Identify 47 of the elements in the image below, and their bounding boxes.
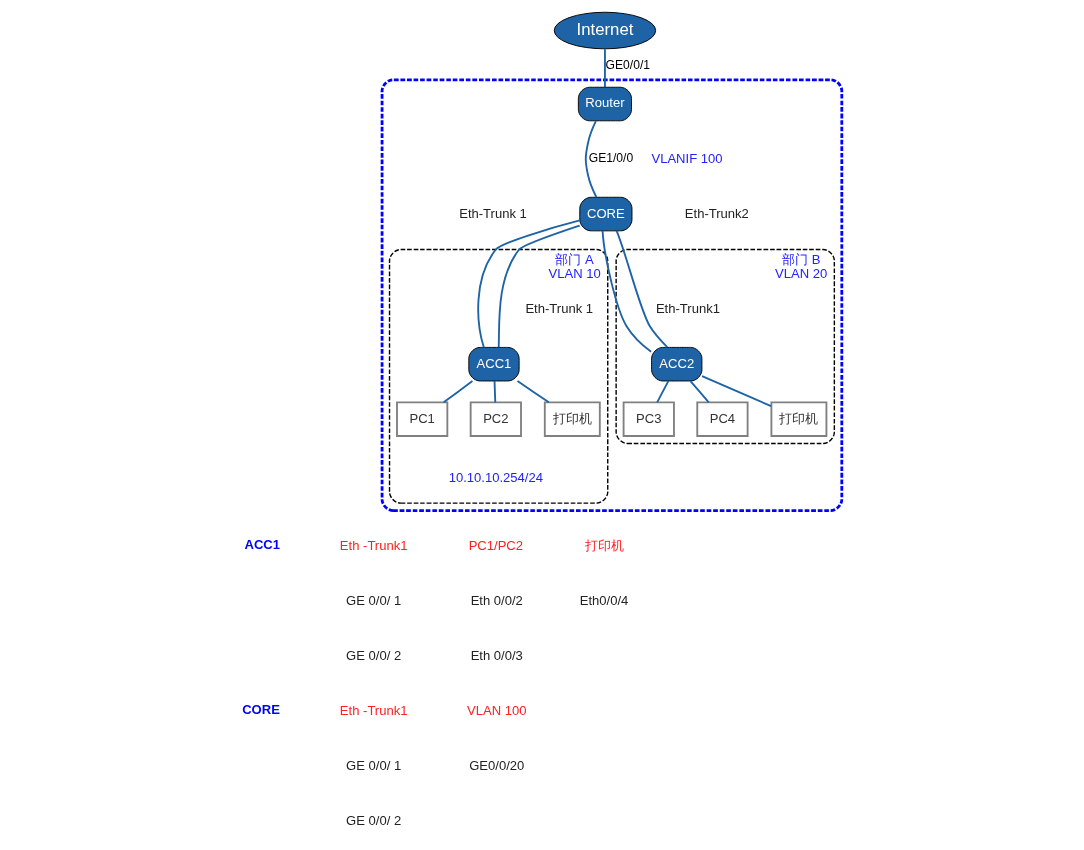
- edge-label: GE0/0/1: [605, 57, 651, 72]
- label: GE0/0/20: [469, 757, 525, 773]
- label: Eth-Trunk 1: [525, 300, 594, 316]
- label: Eth -Trunk1: [339, 537, 408, 553]
- node-box: CORE: [579, 196, 633, 232]
- node-box: PC2: [469, 401, 522, 437]
- node-box: PC4: [696, 401, 749, 437]
- label: Eth-Trunk1: [655, 300, 720, 316]
- label: Eth-Trunk 1: [459, 205, 527, 221]
- connector: [493, 380, 497, 404]
- connector: [604, 48, 606, 88]
- node-box: ACC1: [468, 346, 520, 382]
- label: ACC1: [244, 536, 281, 552]
- connector: [615, 229, 669, 349]
- connector: [601, 229, 653, 353]
- connector: [516, 380, 550, 404]
- connector: [584, 120, 598, 198]
- connector: [701, 375, 772, 408]
- connector: [497, 224, 581, 349]
- label: CORE: [242, 701, 280, 717]
- node-box: PC1: [396, 401, 449, 437]
- label: 10.10.10.254/24: [448, 470, 543, 486]
- edge-label: GE1/0/0: [588, 151, 634, 166]
- label: GE 0/0/ 2: [346, 647, 402, 663]
- label: GE 0/0/ 2: [346, 812, 402, 828]
- label: Eth 0/0/3: [470, 647, 523, 663]
- label: PC1/PC2: [468, 537, 524, 553]
- node-box: 打印机: [770, 401, 828, 437]
- node-box: Router: [577, 86, 632, 122]
- label: Eth-Trunk2: [684, 205, 749, 221]
- label: GE 0/0/ 1: [346, 592, 402, 608]
- label: 打印机: [584, 537, 624, 553]
- label: GE 0/0/ 1: [346, 757, 402, 773]
- label: Eth -Trunk1: [339, 702, 408, 718]
- connector: [477, 219, 581, 349]
- label: VLAN 100: [467, 702, 527, 718]
- connector: [442, 380, 474, 404]
- connector: [689, 380, 710, 404]
- label: Eth0/0/4: [579, 592, 629, 608]
- label: Eth 0/0/2: [470, 592, 523, 608]
- label: VLANIF 100: [651, 150, 723, 166]
- connector: [656, 380, 670, 404]
- node-ellipse: Internet: [553, 11, 657, 50]
- node-box: ACC2: [651, 346, 703, 382]
- node-box: 打印机: [543, 401, 601, 437]
- node-box: PC3: [622, 401, 675, 437]
- cluster: [380, 78, 844, 512]
